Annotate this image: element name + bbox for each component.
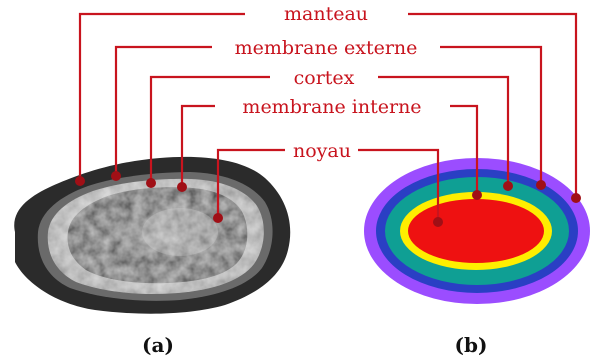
- caption-a: (a): [142, 333, 174, 357]
- leader-membrane-externe: [114, 45, 212, 176]
- label-noyau: noyau: [293, 140, 351, 162]
- leader-cortex-b: [378, 75, 510, 186]
- leader-membrane-externe-b: [440, 45, 543, 185]
- leader-membrane-interne: [180, 104, 215, 187]
- leader-lines: [78, 12, 578, 222]
- caption-b: (b): [455, 333, 488, 357]
- leader-noyau: [216, 148, 285, 218]
- spore-micrograph: [14, 156, 291, 314]
- schematic-noyau: [408, 199, 544, 263]
- label-membrane-interne: membrane interne: [242, 96, 421, 118]
- label-manteau: manteau: [284, 3, 368, 25]
- leader-membrane-interne-b: [450, 104, 479, 195]
- leader-manteau-b: [408, 12, 578, 198]
- leader-noyau-b: [358, 148, 440, 222]
- label-membrane-externe: membrane externe: [235, 37, 418, 59]
- leader-dots: [75, 171, 581, 227]
- leader-cortex: [149, 75, 270, 183]
- leader-manteau: [78, 12, 245, 181]
- label-cortex: cortex: [294, 67, 355, 89]
